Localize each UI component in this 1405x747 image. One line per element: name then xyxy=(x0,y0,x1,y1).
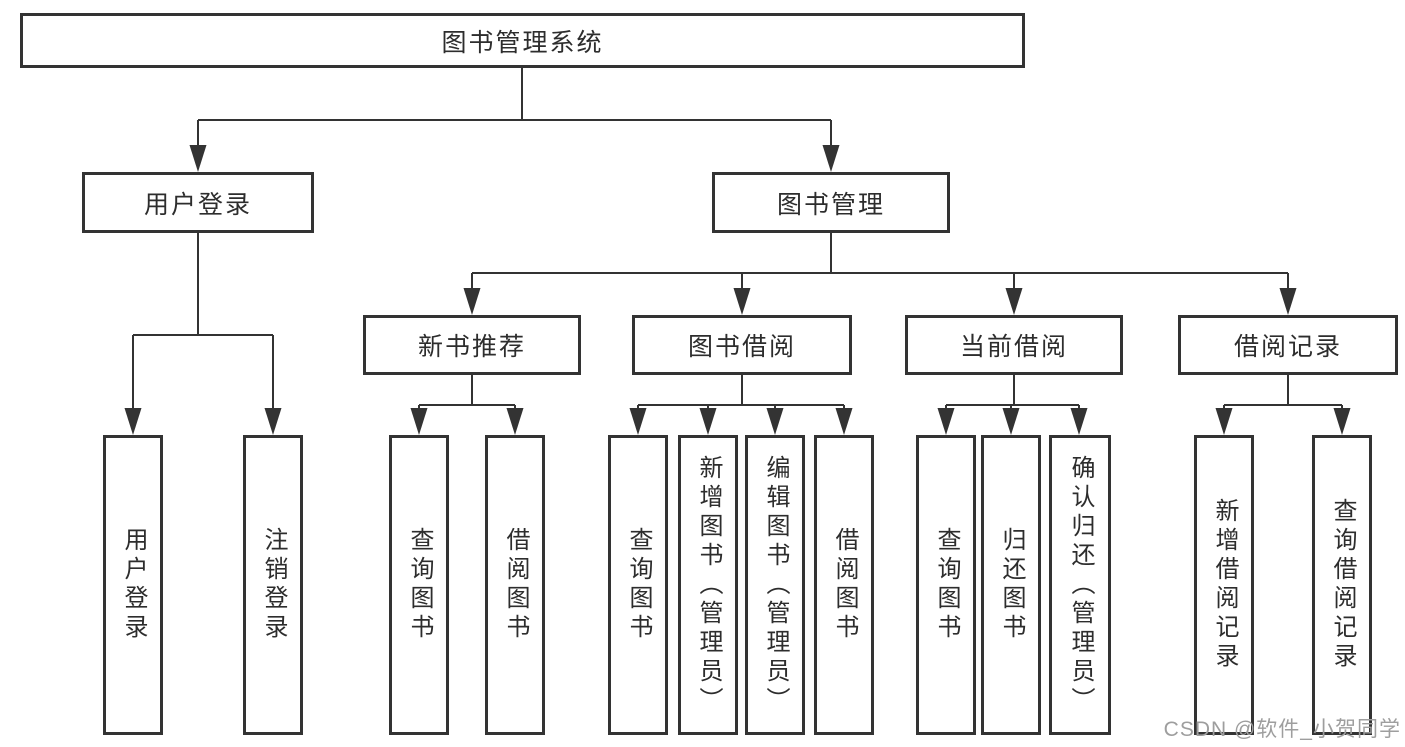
node-book-management: 图书管理 xyxy=(712,172,950,233)
leaf-label: 确认归还（管理员） xyxy=(1067,454,1094,716)
leaf-label: 借阅图书 xyxy=(831,527,858,643)
leaf-user-login: 用户登录 xyxy=(103,435,163,735)
leaf-current-confirm-return-admin: 确认归还（管理员） xyxy=(1049,435,1111,735)
csdn-watermark: CSDN @软件_小贺同学 xyxy=(1163,718,1401,741)
leaf-label: 编辑图书（管理员） xyxy=(762,454,789,716)
leaf-label: 注销登录 xyxy=(260,527,287,643)
leaf-logout: 注销登录 xyxy=(243,435,303,735)
node-user-login: 用户登录 xyxy=(82,172,314,233)
leaf-borrow-add-book-admin: 新增图书（管理员） xyxy=(678,435,738,735)
leaf-label: 查询图书 xyxy=(933,527,960,643)
leaf-label: 归还图书 xyxy=(998,527,1025,643)
leaf-borrow-borrow-books: 借阅图书 xyxy=(814,435,874,735)
node-current-borrow: 当前借阅 xyxy=(905,315,1123,375)
leaf-newbooks-borrow-books: 借阅图书 xyxy=(485,435,545,735)
node-new-book-recommend: 新书推荐 xyxy=(363,315,581,375)
leaf-label: 新增借阅记录 xyxy=(1211,498,1238,672)
leaf-newbooks-query-books: 查询图书 xyxy=(389,435,449,735)
leaf-borrow-edit-book-admin: 编辑图书（管理员） xyxy=(745,435,805,735)
leaf-label: 查询借阅记录 xyxy=(1329,498,1356,672)
leaf-label: 用户登录 xyxy=(120,527,147,643)
leaf-current-query-books: 查询图书 xyxy=(916,435,976,735)
leaf-label: 新增图书（管理员） xyxy=(695,454,722,716)
leaf-borrow-query-books: 查询图书 xyxy=(608,435,668,735)
leaf-label: 查询图书 xyxy=(625,527,652,643)
leaf-current-return-books: 归还图书 xyxy=(981,435,1041,735)
leaf-records-add-record: 新增借阅记录 xyxy=(1194,435,1254,735)
node-borrow-records: 借阅记录 xyxy=(1178,315,1398,375)
node-book-borrow: 图书借阅 xyxy=(632,315,852,375)
leaf-label: 借阅图书 xyxy=(502,527,529,643)
node-root-system: 图书管理系统 xyxy=(20,13,1025,68)
leaf-label: 查询图书 xyxy=(406,527,433,643)
leaf-records-query-record: 查询借阅记录 xyxy=(1312,435,1372,735)
